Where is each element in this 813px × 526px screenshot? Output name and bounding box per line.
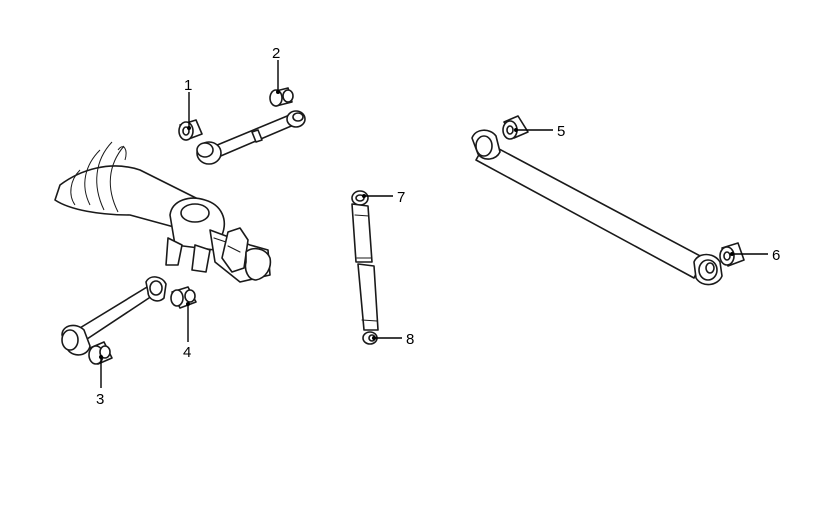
bushing-3 [88,341,113,365]
leader-lines [99,60,768,388]
bushing-4 [170,286,197,309]
callout-7: 7 [397,189,405,206]
lateral-rod [471,129,723,286]
callout-4: 4 [183,344,191,361]
bushing-2 [269,87,294,107]
callout-8: 8 [406,331,414,348]
callout-3: 3 [96,391,104,408]
callout-1: 1 [184,77,192,94]
bushing-1 [178,119,203,141]
upper-control-arm [196,110,306,165]
callout-6: 6 [772,247,780,264]
shock-absorber [351,190,379,345]
callout-2: 2 [272,45,280,62]
bushing-5 [502,115,529,140]
callout-5: 5 [557,123,565,140]
lower-control-arm [61,276,167,356]
axle-housing [54,141,272,283]
